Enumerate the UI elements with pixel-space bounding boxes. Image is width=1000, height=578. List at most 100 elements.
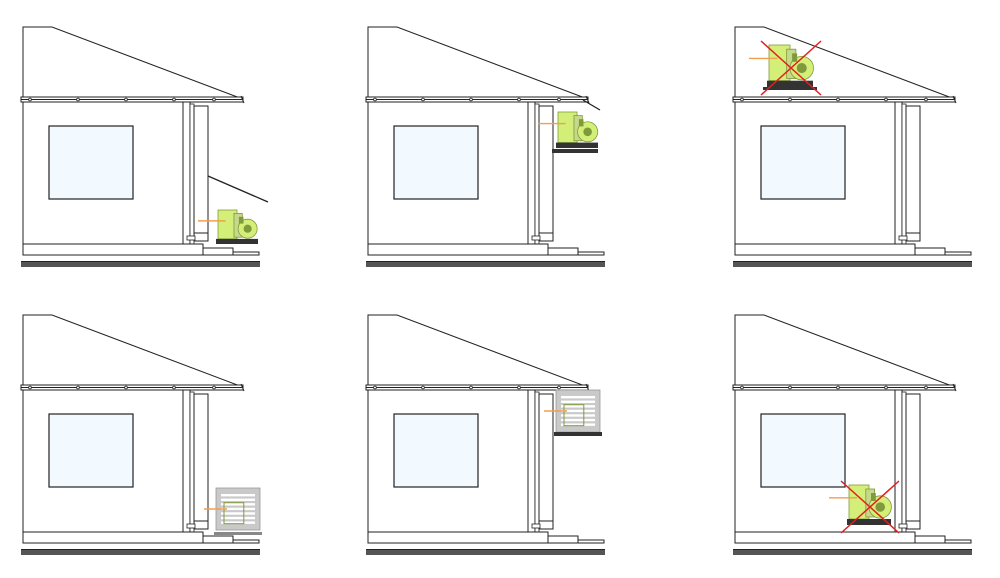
louvre-slat — [221, 512, 255, 515]
gutter-bracket — [517, 385, 521, 390]
louvre-slat — [561, 409, 595, 413]
unit-valve — [792, 53, 798, 62]
corner-post — [182, 101, 191, 256]
panel-roof-unit-crossed — [712, 0, 1000, 290]
louvre-slat — [221, 521, 255, 524]
louvre-slat — [221, 494, 255, 497]
house-elevation-drawing — [20, 314, 262, 555]
unit-fan-hub — [796, 63, 807, 74]
side-wall — [538, 105, 554, 242]
pipe-shoe — [186, 523, 196, 529]
ground — [366, 550, 605, 555]
gutter-bracket — [172, 97, 176, 102]
roof-platform — [763, 87, 817, 90]
foundation — [22, 243, 204, 256]
unit-valve — [238, 216, 244, 224]
pipe-shoe — [898, 235, 908, 241]
step-upper — [202, 535, 234, 544]
pipe-shoe — [898, 523, 908, 529]
downpipe — [534, 103, 540, 256]
panel-ground-unit-covered — [0, 288, 320, 578]
gutter-bracket — [836, 97, 840, 102]
louvre-slat — [221, 507, 255, 511]
unit-outline — [223, 502, 245, 525]
window — [48, 413, 134, 488]
house — [365, 26, 605, 267]
foundation — [734, 243, 916, 256]
side-wall — [193, 393, 209, 530]
house-elevation-drawing — [20, 26, 269, 267]
gutter-bracket — [884, 97, 888, 102]
louvre-slat — [221, 498, 255, 501]
downpipe — [534, 391, 540, 544]
roof — [22, 314, 241, 387]
window — [760, 413, 846, 488]
unit-valve — [578, 119, 584, 127]
louvre-slat — [561, 418, 595, 422]
gutter-bracket — [124, 385, 128, 390]
downpipe — [189, 103, 195, 256]
panel-ground-unit — [0, 0, 320, 290]
gutter-bracket — [924, 97, 928, 102]
panel-wall-bracket-unit — [345, 0, 665, 290]
step-lower — [232, 539, 260, 544]
foundation — [367, 531, 549, 544]
gutter-end — [952, 383, 957, 392]
corner-post — [527, 101, 536, 256]
side-wall — [905, 393, 921, 530]
downpipe — [901, 103, 907, 256]
panel-window-unit-crossed — [712, 288, 1000, 578]
foundation — [367, 243, 549, 256]
gutter-bracket — [212, 385, 216, 390]
side-wall — [193, 105, 209, 242]
ground — [21, 262, 260, 267]
step-lower — [944, 251, 972, 256]
gutter-bracket — [924, 385, 928, 390]
roof — [734, 314, 953, 387]
unit-stand — [767, 80, 813, 87]
unit-fan-hub — [583, 127, 592, 137]
wall-bracket — [552, 149, 598, 153]
gutter-end — [240, 383, 245, 392]
roof — [22, 26, 241, 99]
corner-post — [182, 389, 191, 544]
downpipe — [189, 391, 195, 544]
louvre-slat — [561, 400, 595, 403]
house-elevation-drawing — [365, 314, 605, 555]
side-wall — [905, 105, 921, 242]
window — [393, 125, 479, 200]
window — [760, 125, 846, 200]
step-upper — [547, 535, 579, 544]
louvre-slat — [221, 516, 255, 520]
house — [365, 314, 605, 555]
house-elevation-drawing — [365, 26, 605, 267]
wall-bracket — [554, 432, 602, 436]
gutter-bracket — [469, 97, 473, 102]
louvre-slat — [561, 414, 595, 417]
step-lower — [577, 539, 605, 544]
unit-outline — [563, 404, 585, 427]
pipe-shoe — [531, 523, 541, 529]
pipe-shoe — [531, 235, 541, 241]
step-upper — [202, 247, 234, 256]
side-wall — [538, 393, 554, 530]
gutter-bracket — [421, 97, 425, 102]
gutter-bracket — [76, 385, 80, 390]
gutter-bracket — [788, 385, 792, 390]
louvre-slat — [561, 405, 595, 408]
gutter-bracket — [28, 97, 32, 102]
gutter-bracket — [373, 97, 377, 102]
ground — [733, 262, 972, 267]
gutter-bracket — [28, 385, 32, 390]
ground — [733, 550, 972, 555]
covered-outdoor-unit — [544, 389, 601, 433]
base-pad — [214, 532, 262, 535]
step-upper — [547, 247, 579, 256]
louvre-slat — [561, 396, 595, 399]
gutter-bracket — [557, 97, 561, 102]
gutter-end — [240, 95, 245, 104]
unit-stand — [847, 519, 891, 525]
gutter-bracket — [373, 385, 377, 390]
window — [48, 125, 134, 200]
corner-post — [527, 389, 536, 544]
